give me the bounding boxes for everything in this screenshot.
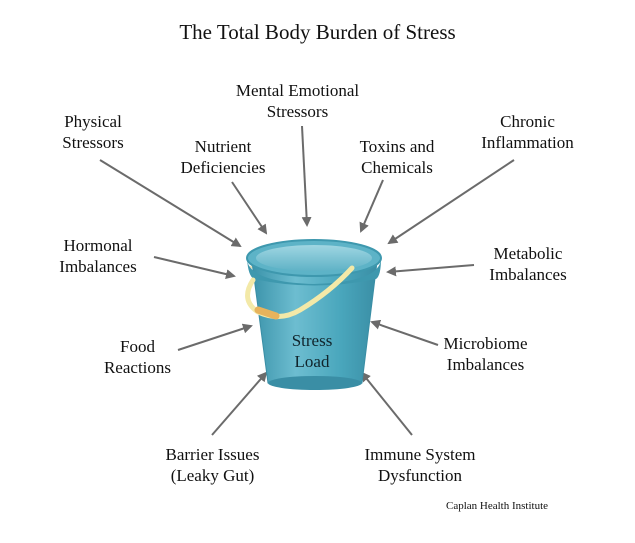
label-line: Reactions (103, 358, 172, 377)
label-line: (Leaky Gut) (170, 466, 255, 485)
label-food-reactions: Food Reactions (95, 336, 180, 378)
label-line: Toxins and (359, 137, 435, 156)
arrow-nutrient-deficiencies (231, 181, 268, 235)
bucket-label: Stress Load (272, 330, 352, 372)
label-line: Metabolic (493, 244, 563, 263)
arrow-metabolic-imbalances (386, 264, 475, 277)
label-line: Barrier Issues (165, 445, 260, 464)
label-line: Chemicals (361, 158, 433, 177)
arrow-chronic-inflammation (387, 159, 515, 245)
label-line: Deficiencies (180, 158, 266, 177)
label-line: Hormonal (63, 236, 133, 255)
bucket-label-line1: Stress (291, 331, 333, 350)
bucket-handle-clip (254, 306, 280, 320)
label-line: Imbalances (59, 257, 137, 276)
bucket-label-line2: Load (294, 352, 330, 371)
label-line: Stressors (62, 133, 124, 152)
credit-text: Caplan Health Institute (446, 500, 549, 512)
diagram-title: The Total Body Burden of Stress (179, 20, 456, 44)
arrow-mental-emotional (301, 125, 312, 227)
label-line: Mental Emotional (235, 81, 360, 100)
bucket-bottom (268, 376, 362, 390)
label-physical-stressors: Physical Stressors (48, 111, 138, 153)
arrow-barrier-issues (211, 371, 268, 436)
bucket (245, 239, 382, 390)
label-line: Nutrient (194, 137, 252, 156)
arrows (99, 125, 515, 436)
label-line: Imbalances (446, 355, 525, 374)
bucket-water (256, 245, 372, 271)
label-immune-dysfunction: Immune System Dysfunction (355, 444, 485, 486)
arrow-physical-stressors (99, 159, 242, 248)
label-metabolic-imbalances: Metabolic Imbalances (478, 243, 578, 285)
arrow-food-reactions (177, 323, 253, 351)
label-hormonal-imbalances: Hormonal Imbalances (48, 235, 148, 277)
label-line: Stressors (266, 102, 329, 121)
arrow-microbiome-imbalances (370, 319, 439, 346)
label-barrier-issues: Barrier Issues (Leaky Gut) (150, 444, 275, 486)
label-line: Chronic (500, 112, 555, 131)
label-line: Microbiome (443, 334, 528, 353)
label-nutrient-deficiencies: Nutrient Deficiencies (168, 136, 278, 178)
label-line: Inflammation (481, 133, 574, 152)
label-line: Imbalances (489, 265, 567, 284)
label-toxins-chemicals: Toxins and Chemicals (347, 136, 447, 178)
label-line: Immune System (364, 445, 476, 464)
arrow-toxins-chemicals (359, 179, 384, 233)
label-mental-emotional-stressors: Mental Emotional Stressors (220, 80, 375, 122)
label-line: Food (120, 337, 155, 356)
arrow-hormonal-imbalances (153, 256, 236, 280)
arrow-immune-dysfunction (360, 371, 413, 436)
label-line: Physical (64, 112, 122, 131)
label-chronic-inflammation: Chronic Inflammation (470, 111, 585, 153)
label-line: Dysfunction (377, 466, 463, 485)
label-microbiome-imbalances: Microbiome Imbalances (433, 333, 538, 375)
bucket-handle (245, 265, 355, 319)
